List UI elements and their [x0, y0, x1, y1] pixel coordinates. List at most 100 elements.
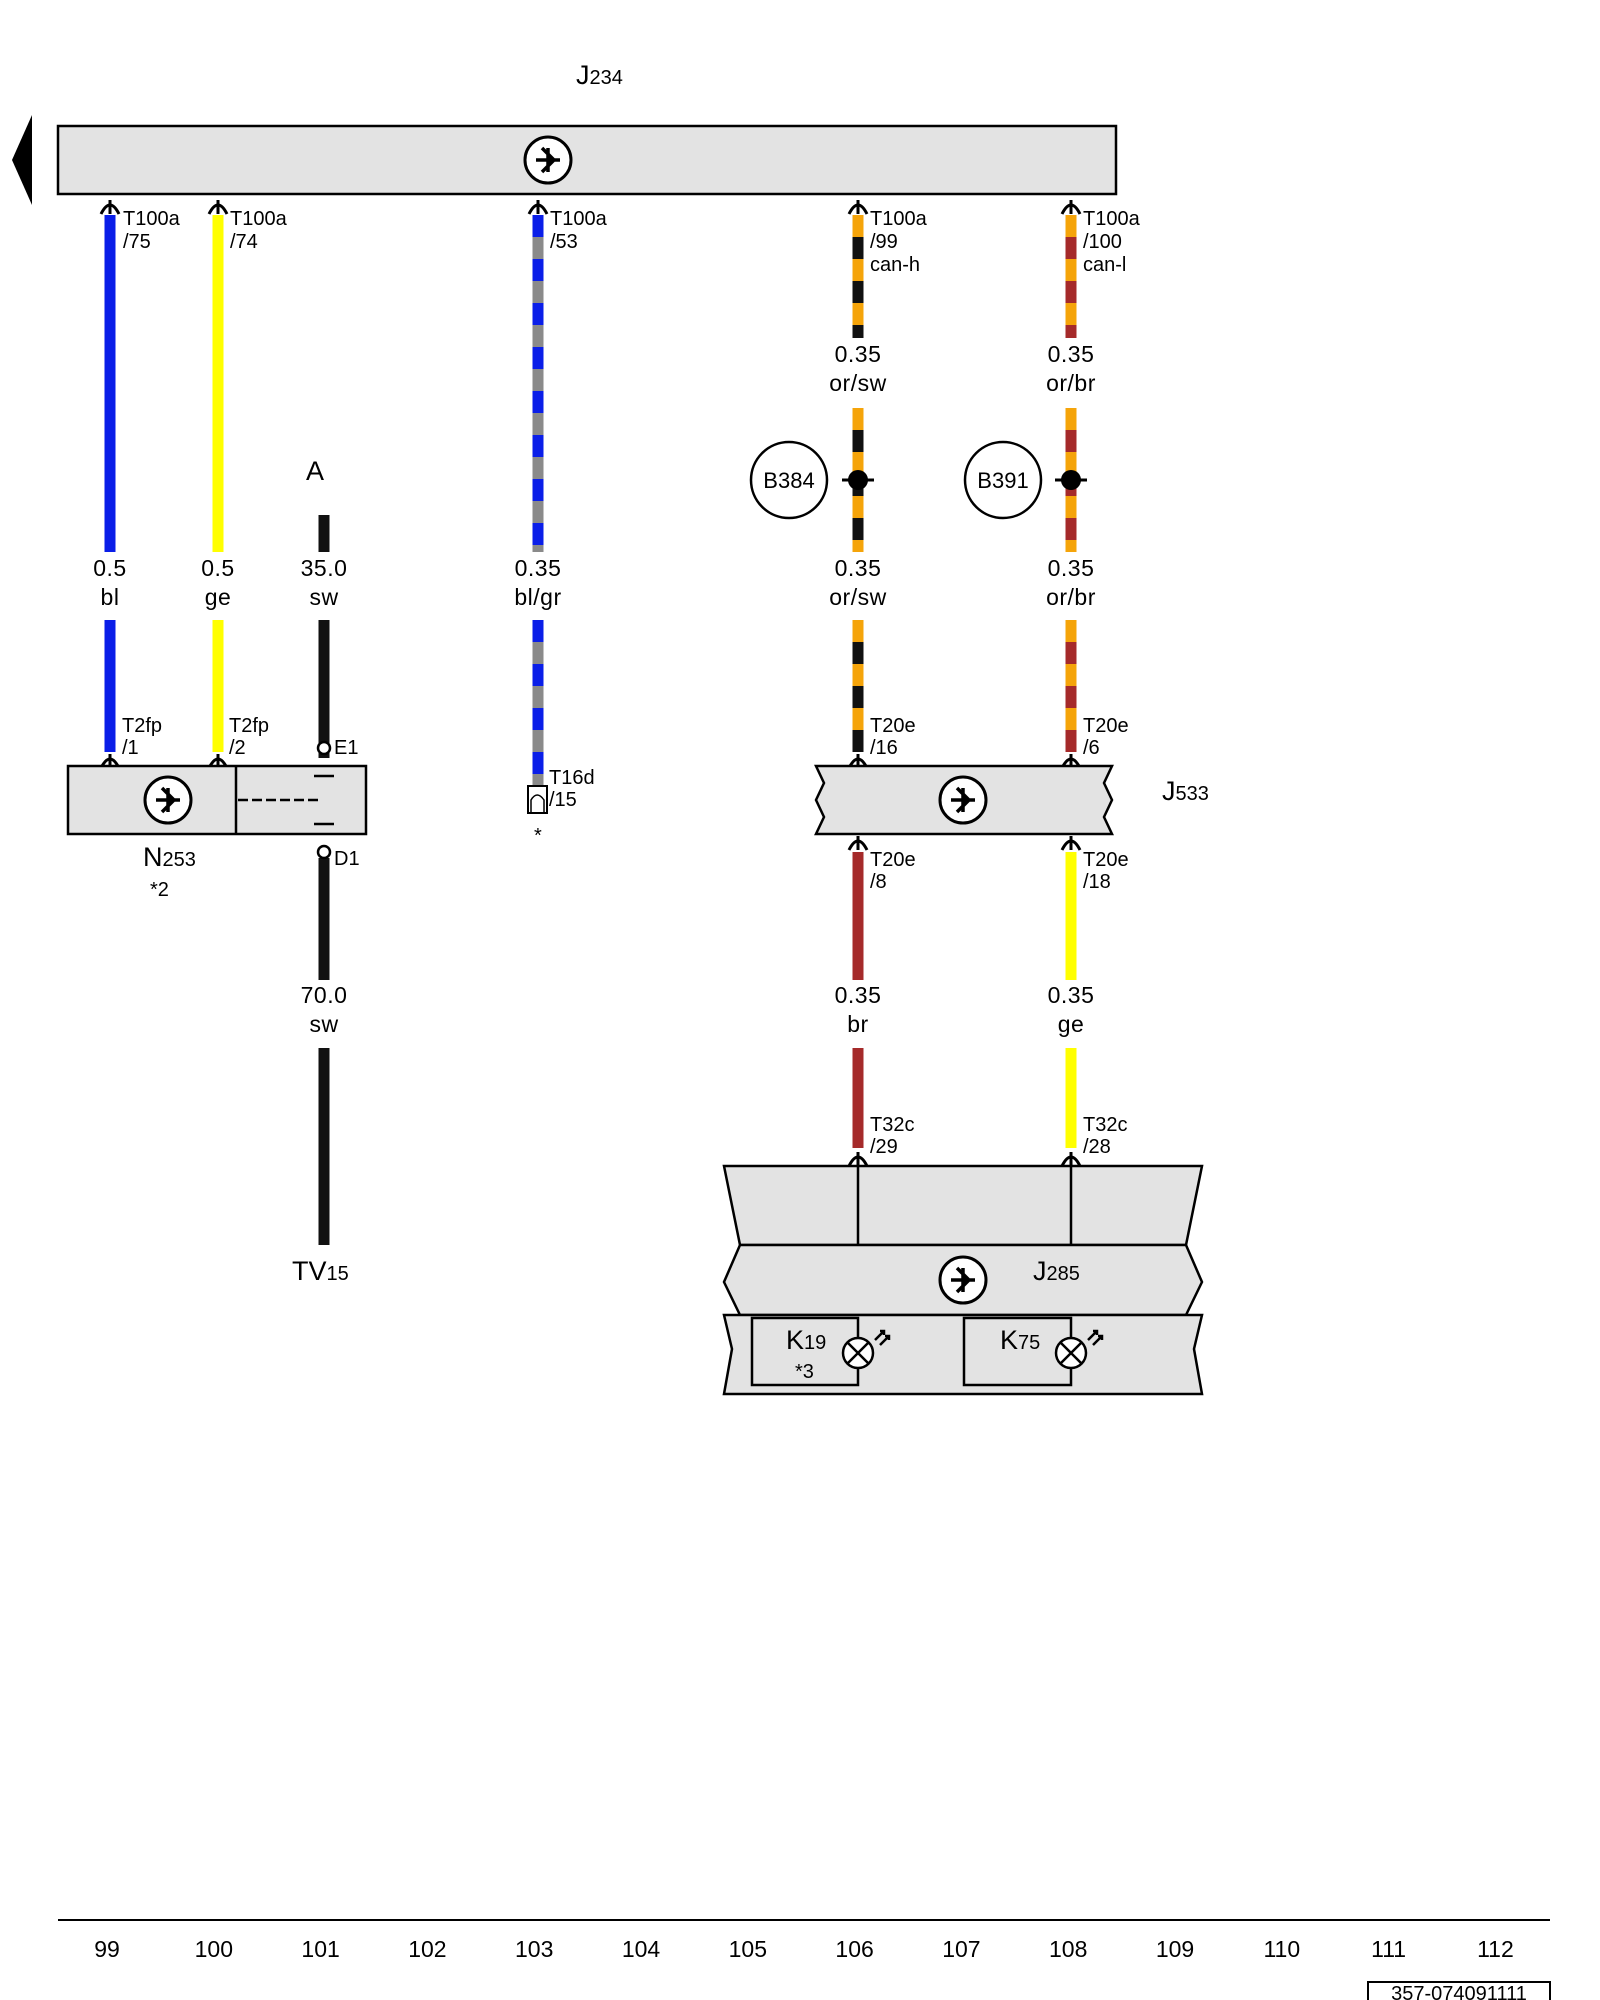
arrow-left-icon[interactable] [12, 115, 32, 205]
svg-text:or/sw: or/sw [829, 370, 886, 396]
wires [99, 200, 1082, 1245]
svg-text:0.35: 0.35 [1048, 982, 1095, 1008]
svg-text:/8: /8 [870, 871, 887, 893]
j533-label: J533 [1162, 776, 1209, 806]
svg-text:ge: ge [1058, 1011, 1085, 1037]
svg-text:B384: B384 [763, 468, 814, 493]
connector-t20e-18: T20e /18 [1083, 849, 1129, 893]
svg-text:*3: *3 [795, 1361, 814, 1383]
tv15-label: TV15 [292, 1256, 349, 1286]
splice-b391[interactable]: B391 [963, 440, 1087, 520]
svg-text:sw: sw [309, 1011, 338, 1037]
svg-text:0.35: 0.35 [835, 341, 882, 367]
column-number: 104 [622, 1936, 661, 1962]
svg-text:D1: D1 [334, 848, 360, 870]
svg-text:/75: /75 [123, 231, 151, 253]
svg-text:/18: /18 [1083, 871, 1111, 893]
control-unit-symbol-icon [143, 775, 193, 825]
terminal-e1: E1 [316, 737, 358, 759]
svg-text:T32c: T32c [1083, 1114, 1127, 1136]
svg-text:br: br [847, 1011, 868, 1037]
svg-text:T100a: T100a [123, 208, 181, 230]
svg-text:B391: B391 [977, 468, 1028, 493]
control-unit-symbol-icon [938, 1255, 988, 1305]
lamp-icon [1054, 1329, 1104, 1370]
connector-t20e-8: T20e /8 [870, 849, 916, 893]
svg-text:can-h: can-h [870, 254, 920, 276]
svg-text:T2fp: T2fp [229, 715, 269, 737]
warning-lamp-k19[interactable]: K19 *3 [750, 1316, 891, 1387]
svg-text:/74: /74 [230, 231, 258, 253]
svg-text:T2fp: T2fp [122, 715, 162, 737]
connector-t100a-75: T100a /75 [123, 208, 181, 253]
lamp-icon [841, 1329, 891, 1370]
svg-text:/99: /99 [870, 231, 898, 253]
column-number: 110 [1263, 1936, 1300, 1962]
svg-text:/29: /29 [870, 1136, 898, 1158]
svg-text:T100a: T100a [1083, 208, 1141, 230]
wire-spec-labels: 0.5 bl 0.5 ge 35.0 sw 0.35 bl/gr 0.35 or… [93, 341, 1095, 1037]
svg-text:E1: E1 [334, 737, 358, 759]
column-number: 109 [1156, 1936, 1194, 1962]
j234-label: J234 [576, 60, 623, 90]
n253-note: *2 [150, 879, 169, 901]
column-number: 102 [408, 1936, 446, 1962]
splice-b384[interactable]: B384 [749, 440, 874, 520]
svg-text:/53: /53 [550, 231, 578, 253]
svg-text:T20e: T20e [1083, 849, 1129, 871]
connector-t100a-74: T100a /74 [230, 208, 288, 253]
svg-text:35.0: 35.0 [301, 555, 348, 581]
connector-t100a-99: T100a /99 can-h [870, 208, 928, 276]
svg-text:K19: K19 [786, 1325, 826, 1355]
svg-text:/15: /15 [549, 789, 577, 811]
terminal-d1: D1 [316, 844, 360, 870]
svg-text:can-l: can-l [1083, 254, 1126, 276]
svg-text:T20e: T20e [870, 715, 916, 737]
j285-label: J285 [1033, 1256, 1080, 1286]
svg-text:70.0: 70.0 [301, 982, 348, 1008]
control-unit-symbol-icon [938, 775, 988, 825]
connector-t32c-28: T32c /28 [1083, 1114, 1127, 1158]
column-number: 111 [1371, 1936, 1406, 1962]
component-j285[interactable]: J285 K19 *3 K75 [722, 1164, 1204, 1396]
column-number: 112 [1477, 1936, 1514, 1962]
control-unit-symbol-icon [523, 135, 573, 185]
component-j533[interactable]: J533 [814, 764, 1209, 836]
svg-text:T100a: T100a [230, 208, 288, 230]
svg-text:0.5: 0.5 [93, 555, 126, 581]
svg-text:K75: K75 [1000, 1325, 1040, 1355]
svg-text:T20e: T20e [1083, 715, 1129, 737]
connector-t20e-16: T20e /16 [870, 715, 916, 759]
svg-text:/2: /2 [229, 737, 246, 759]
warning-lamp-k75[interactable]: K75 [962, 1316, 1104, 1387]
svg-text:T100a: T100a [870, 208, 928, 230]
svg-text:0.35: 0.35 [835, 555, 882, 581]
svg-text:0.35: 0.35 [1048, 341, 1095, 367]
svg-text:bl: bl [101, 584, 120, 610]
svg-text:/28: /28 [1083, 1136, 1111, 1158]
connector-t20e-6: T20e /6 [1083, 715, 1129, 759]
svg-text:T20e: T20e [870, 849, 916, 871]
n253-label: N253 [143, 842, 196, 872]
svg-text:bl/gr: bl/gr [514, 584, 561, 610]
column-number: 106 [835, 1936, 873, 1962]
svg-text:T16d: T16d [549, 767, 595, 789]
column-number: 103 [515, 1936, 553, 1962]
column-number: 100 [195, 1936, 233, 1962]
column-number: 107 [942, 1936, 980, 1962]
document-id: 357-074091111 [1367, 1981, 1551, 2000]
column-number: 101 [301, 1936, 339, 1962]
svg-text:T32c: T32c [870, 1114, 914, 1136]
label-a: A [306, 456, 324, 486]
svg-text:0.35: 0.35 [515, 555, 562, 581]
svg-text:/100: /100 [1083, 231, 1122, 253]
component-n253[interactable]: N253 *2 [66, 764, 368, 901]
component-j234[interactable]: J234 [12, 60, 1118, 205]
svg-text:0.5: 0.5 [201, 555, 234, 581]
svg-text:ge: ge [205, 584, 232, 610]
svg-text:/6: /6 [1083, 737, 1100, 759]
connector-t2fp-2: T2fp /2 [229, 715, 269, 759]
connector-t100a-53: T100a /53 [550, 208, 608, 253]
